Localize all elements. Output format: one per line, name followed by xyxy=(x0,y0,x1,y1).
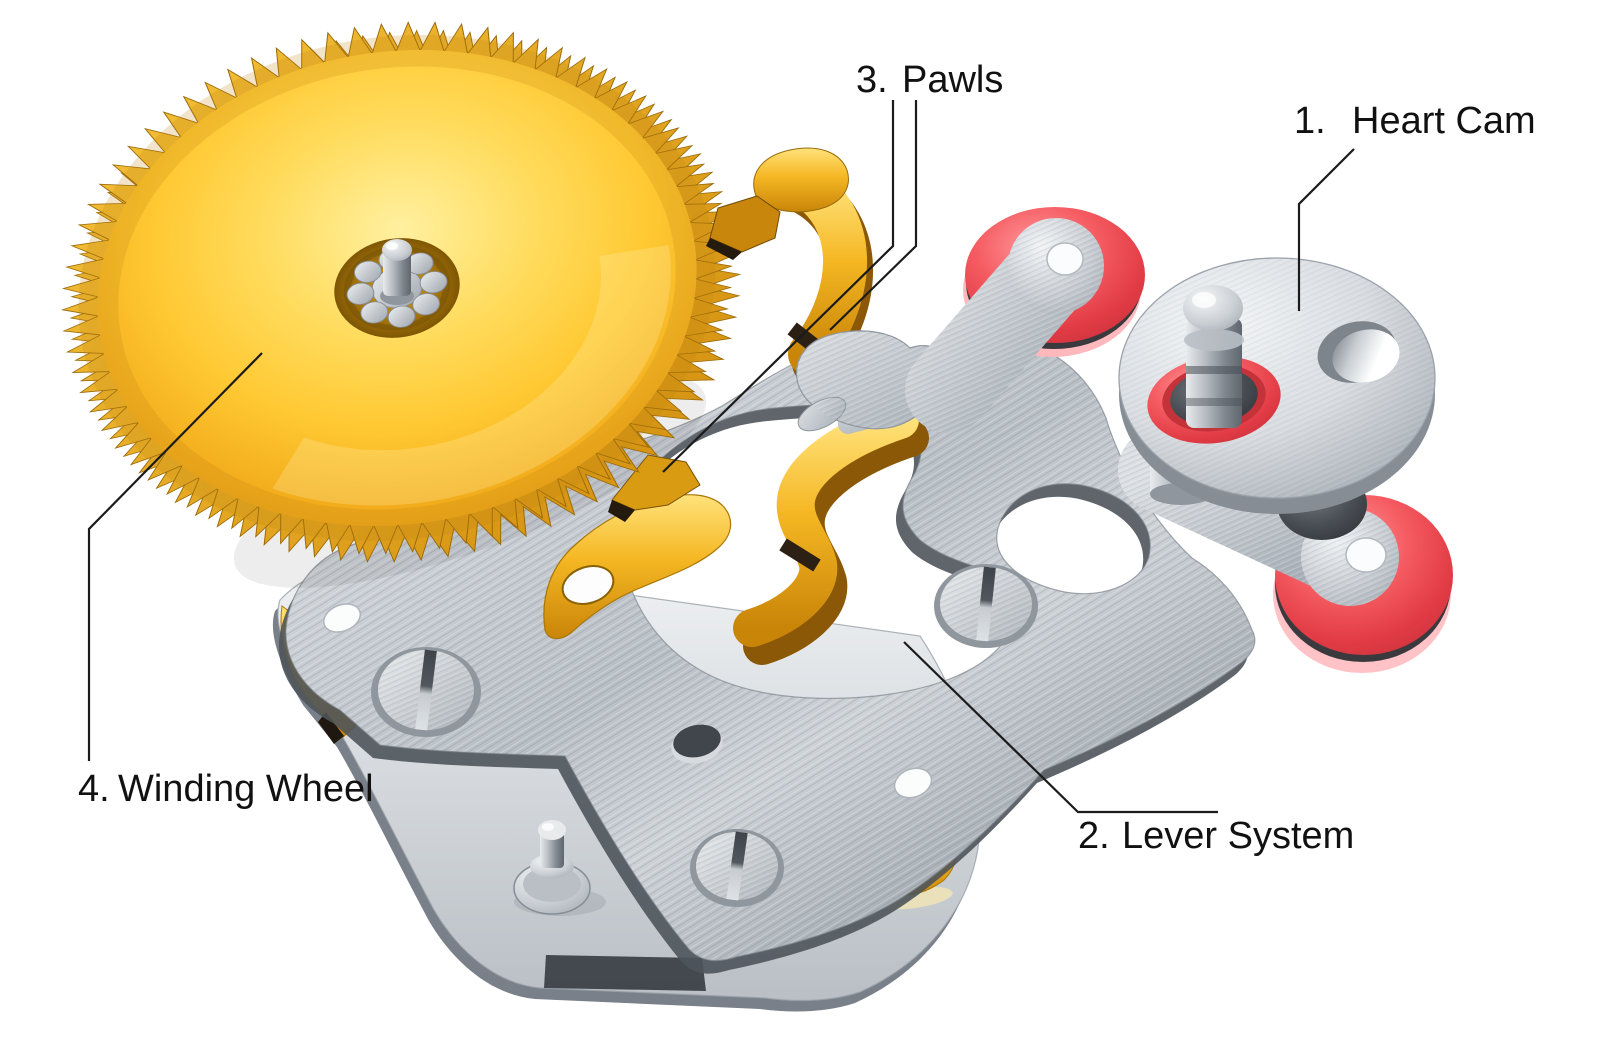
label-heart-cam: 1. Heart Cam xyxy=(1294,100,1536,142)
plate-screw-1 xyxy=(371,647,481,737)
heart-cam-post xyxy=(1183,285,1244,428)
plate-pin xyxy=(513,820,606,916)
gold-click-lever xyxy=(543,454,732,640)
label-pawls-name: Pawls xyxy=(902,59,1003,101)
leader-heart-cam xyxy=(1297,148,1355,311)
label-pawls: 3. Pawls xyxy=(856,59,1003,101)
leader-pawls-1 xyxy=(662,100,895,473)
winding-wheel xyxy=(31,0,779,610)
upper-roller-hole xyxy=(1046,242,1084,276)
plate-screw-3 xyxy=(690,829,784,907)
upper-roller xyxy=(905,207,1145,433)
leader-lever-system xyxy=(903,641,1218,814)
plate-hole-dark xyxy=(671,724,723,764)
heart-cam-hole xyxy=(1317,321,1400,383)
label-heart-cam-name: Heart Cam xyxy=(1352,100,1536,142)
label-winding-wheel-num: 4. xyxy=(78,768,110,810)
leader-winding-wheel xyxy=(87,352,263,761)
plate-notch xyxy=(544,955,706,991)
plate-screw-2 xyxy=(934,564,1038,648)
winding-wheel-arbor xyxy=(380,239,414,305)
click-lever-hole xyxy=(561,565,615,605)
plate-hole-small-left xyxy=(322,603,362,633)
heart-cam xyxy=(1118,257,1436,540)
pawl-upper-head xyxy=(753,147,849,213)
lower-roller-hole xyxy=(1345,537,1387,573)
label-lever-system-num: 2. xyxy=(1078,815,1110,857)
label-winding-wheel: 4. Winding Wheel xyxy=(78,768,374,810)
label-pawls-num: 3. xyxy=(856,59,888,101)
label-lever-system: 2. Lever System xyxy=(1078,815,1354,857)
label-lever-system-name: Lever System xyxy=(1122,815,1354,857)
leader-pawls-2 xyxy=(829,100,918,331)
plate-hole-small-right xyxy=(893,767,933,799)
label-heart-cam-num: 1. xyxy=(1294,100,1326,142)
leader-lines xyxy=(87,100,1355,814)
label-winding-wheel-name: Winding Wheel xyxy=(118,768,374,810)
pawl-lower xyxy=(733,401,929,665)
